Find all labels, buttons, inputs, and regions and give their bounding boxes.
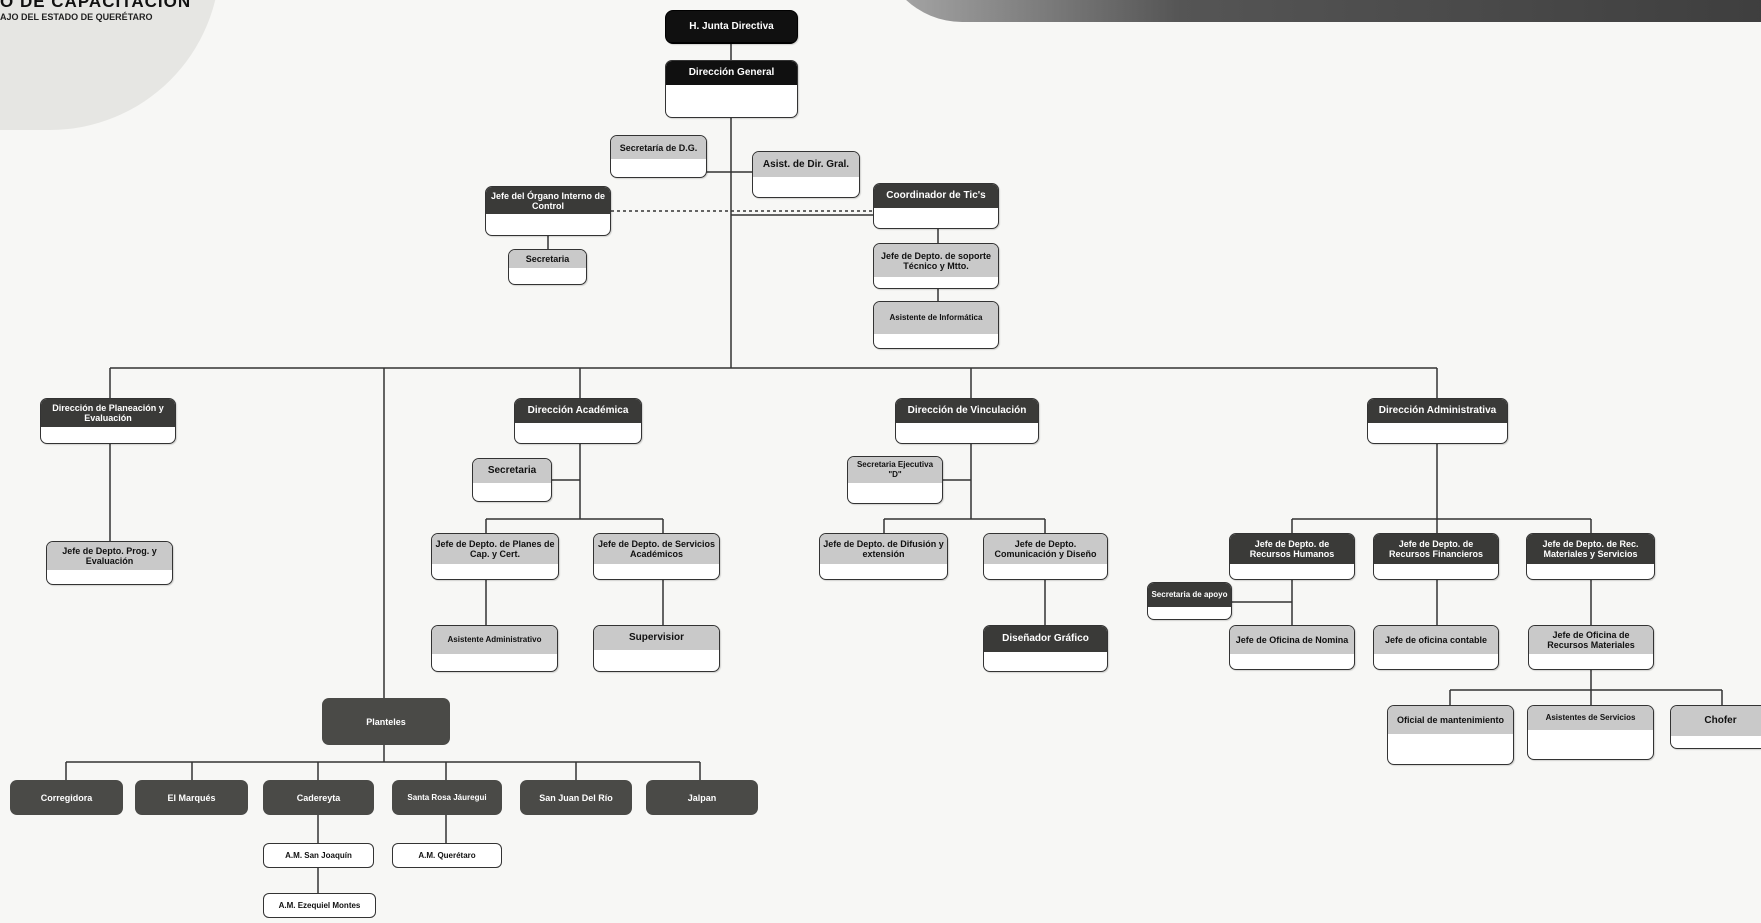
node-junta: H. Junta Directiva [665,10,798,44]
node-sec-ejecutiva: Secretaria Ejecutiva "D" [847,456,943,504]
node-dir-academica: Dirección Académica [514,398,642,444]
node-jefe-rm: Jefe de Depto. de Rec. Materiales y Serv… [1526,533,1655,580]
node-coord-tics: Coordinador de Tic's [873,183,999,229]
node-corregidora: Corregidora [10,780,123,815]
node-junta-label: H. Junta Directiva [666,11,797,42]
node-jefe-planes-label: Jefe de Depto. de Planes de Cap. y Cert. [432,534,558,564]
node-disenador: Diseñador Gráfico [983,625,1108,672]
node-jefe-rm-label: Jefe de Depto. de Rec. Materiales y Serv… [1527,534,1654,564]
node-jalpan: Jalpan [646,780,758,815]
node-jefe-difusion-label: Jefe de Depto. de Difusión y extensión [820,534,947,564]
node-dir-academica-label: Dirección Académica [515,399,641,423]
node-am-ezequiel: A.M. Ezequiel Montes [263,893,376,918]
node-dir-vinculacion: Dirección de Vinculación [895,398,1039,444]
node-jefe-contable: Jefe de oficina contable [1373,625,1499,670]
node-secretaria-dg: Secretaría de D.G. [610,135,707,178]
node-secretaria-organo-label: Secretaria [509,250,586,268]
node-dir-planeacion-label: Dirección de Planeación y Evaluación [41,399,175,427]
node-cadereyta: Cadereyta [263,780,374,815]
node-dir-general-label: Dirección General [666,61,797,85]
node-secretaria-acad: Secretaria [472,458,552,502]
node-jefe-soporte-label: Jefe de Depto. de soporte Técnico y Mtto… [874,244,998,277]
node-asist-informatica: Asistente de Informática [873,301,999,349]
node-chofer-label: Chofer [1671,706,1761,736]
node-asist-dir-label: Asist. de Dir. Gral. [753,152,859,177]
node-dir-planeacion: Dirección de Planeación y Evaluación [40,398,176,444]
node-asist-admin: Asistente Administrativo [431,625,558,672]
node-dir-general: Dirección General [665,60,798,118]
node-santa-rosa: Santa Rosa Jáuregui [392,780,502,815]
node-supervisor: Supervisior [593,625,720,672]
node-jefe-comunicacion: Jefe de Depto. Comunicación y Diseño [983,533,1108,580]
node-jefe-of-rm: Jefe de Oficina de Recursos Materiales [1528,625,1654,670]
node-jefe-of-rm-label: Jefe de Oficina de Recursos Materiales [1529,626,1653,654]
node-dir-administrativa-label: Dirección Administrativa [1368,399,1507,423]
node-asist-admin-label: Asistente Administrativo [432,626,557,654]
node-chofer: Chofer [1670,705,1761,749]
node-sec-apoyo: Secretaria de apoyo [1147,582,1232,620]
node-secretaria-organo: Secretaria [508,249,587,285]
node-am-san-joaquin: A.M. San Joaquín [263,843,374,868]
node-jefe-soporte: Jefe de Depto. de soporte Técnico y Mtto… [873,243,999,289]
node-coord-tics-label: Coordinador de Tic's [874,184,998,208]
node-disenador-label: Diseñador Gráfico [984,626,1107,652]
node-am-queretaro: A.M. Querétaro [392,843,502,868]
node-jefe-planes: Jefe de Depto. de Planes de Cap. y Cert. [431,533,559,580]
node-jefe-serv-acad-label: Jefe de Depto. de Servicios Académicos [594,534,719,564]
header-dark-band [880,0,1761,22]
node-jefe-prog: Jefe de Depto. Prog. y Evaluación [46,541,173,585]
header-subtitle: AJO DEL ESTADO DE QUERÉTARO [0,12,153,22]
node-oficial-mant: Oficial de mantenimiento [1387,705,1514,765]
node-secretaria-dg-label: Secretaría de D.G. [611,136,706,159]
node-jefe-rh: Jefe de Depto. de Recursos Humanos [1229,533,1355,580]
node-asist-servicios-label: Asistentes de Servicios [1528,706,1653,730]
node-dir-administrativa: Dirección Administrativa [1367,398,1508,444]
node-jefe-organo: Jefe del Órgano Interno de Control [485,186,611,236]
node-jefe-rf: Jefe de Depto. de Recursos Financieros [1373,533,1499,580]
node-jefe-difusion: Jefe de Depto. de Difusión y extensión [819,533,948,580]
node-jefe-prog-label: Jefe de Depto. Prog. y Evaluación [47,542,172,570]
node-dir-vinculacion-label: Dirección de Vinculación [896,399,1038,423]
node-jefe-contable-label: Jefe de oficina contable [1374,626,1498,654]
node-secretaria-acad-label: Secretaria [473,459,551,483]
node-el-marques: El Marqués [135,780,248,815]
node-asist-dir: Asist. de Dir. Gral. [752,151,860,198]
node-sec-apoyo-label: Secretaria de apoyo [1148,583,1231,607]
node-oficial-mant-label: Oficial de mantenimiento [1388,706,1513,734]
node-supervisor-label: Supervisior [594,626,719,650]
header-title: O DE CAPACITACION [0,0,192,11]
node-san-juan: San Juan Del Río [520,780,632,815]
node-jefe-organo-label: Jefe del Órgano Interno de Control [486,187,610,214]
node-planteles: Planteles [322,698,450,745]
node-jefe-rh-label: Jefe de Depto. de Recursos Humanos [1230,534,1354,564]
node-jefe-nomina: Jefe de Oficina de Nomina [1229,625,1355,670]
node-asist-informatica-label: Asistente de Informática [874,302,998,334]
node-jefe-serv-acad: Jefe de Depto. de Servicios Académicos [593,533,720,580]
node-sec-ejecutiva-label: Secretaria Ejecutiva "D" [848,457,942,483]
node-jefe-rf-label: Jefe de Depto. de Recursos Financieros [1374,534,1498,564]
node-jefe-nomina-label: Jefe de Oficina de Nomina [1230,626,1354,654]
node-jefe-comunicacion-label: Jefe de Depto. Comunicación y Diseño [984,534,1107,564]
node-asist-servicios: Asistentes de Servicios [1527,705,1654,760]
